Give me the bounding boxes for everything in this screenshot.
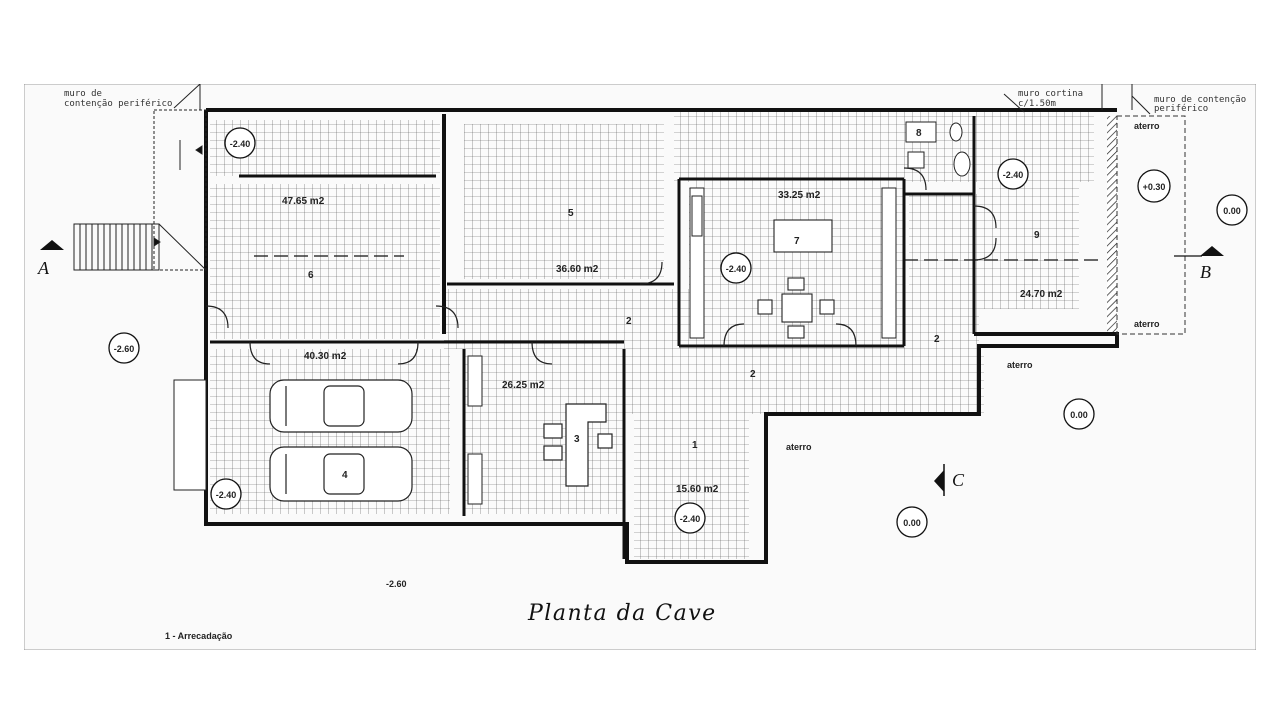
room-2-number-b: 2	[750, 369, 756, 380]
level-mid-right: 0.00	[1070, 410, 1088, 420]
drawing-title: Planta da Cave	[527, 601, 717, 626]
room-8-number: 8	[916, 128, 922, 139]
wc-fixtures	[905, 121, 971, 177]
kitchen-counter	[543, 403, 613, 487]
level-far-right: 0.00	[1223, 206, 1241, 216]
room-1-area: 15.60 m2	[676, 484, 719, 495]
section-c-label: C	[952, 470, 965, 490]
room-7-area: 33.25 m2	[778, 190, 821, 201]
car-top	[269, 379, 413, 433]
level-bottom-right: 0.00	[903, 518, 921, 528]
note-curtain-wall-line1: muro cortina	[1018, 89, 1083, 99]
section-a-label: A	[37, 258, 50, 278]
room-5-number: 5	[568, 208, 574, 219]
note-left-wall-line1: muro de	[64, 89, 102, 99]
level-top-left: -2.40	[230, 139, 251, 149]
room-2-number-a: 2	[626, 316, 632, 327]
entrance-patio	[173, 379, 207, 491]
level-living: -2.40	[726, 264, 747, 274]
fill-label-mid: aterro	[1007, 360, 1033, 370]
room-4-area: 40.30 m2	[304, 351, 347, 362]
fill-zone-right	[1116, 115, 1186, 335]
note-right-wall-line1: muro de contenção	[1154, 95, 1246, 105]
level-storage: -2.40	[680, 514, 701, 524]
room-3-area: 26.25 m2	[502, 380, 545, 391]
section-b-label: B	[1200, 262, 1211, 282]
living-furniture	[757, 219, 835, 339]
car-bottom	[269, 446, 413, 502]
outer-wall-east	[756, 332, 1119, 564]
level-circles	[108, 127, 1248, 538]
room-4-number: 4	[342, 470, 348, 481]
stair	[73, 109, 207, 271]
fill-label-top-right: aterro	[1134, 121, 1160, 131]
retaining-wall-right	[1107, 116, 1117, 334]
tiled-floors	[210, 112, 1094, 559]
note-right-wall-line2: periférico	[1154, 103, 1208, 114]
note-curtain-wall-line2: c/1.50m	[1018, 99, 1056, 109]
note-left-wall-line2: contenção periférico	[64, 98, 172, 109]
room-6-area: 47.65 m2	[282, 196, 325, 207]
level-bottom: -2.60	[386, 579, 407, 589]
room-3-number: 3	[574, 434, 580, 445]
level-garage: -2.40	[216, 490, 237, 500]
section-c-marker	[934, 470, 944, 492]
fill-label-bottom-right: aterro	[1134, 319, 1160, 329]
room-5-area: 36.60 m2	[556, 264, 599, 275]
level-left-outside: -2.60	[114, 344, 135, 354]
room-1-number: 1	[692, 440, 698, 451]
section-a-marker	[40, 240, 64, 250]
room-9-number: 9	[1034, 230, 1040, 241]
room-7-number: 7	[794, 236, 800, 247]
legend-item-1: 1 - Arrecadação	[165, 631, 233, 641]
note-leaders	[173, 84, 1151, 115]
section-b-marker	[1200, 246, 1224, 256]
wall-units	[467, 187, 897, 505]
room-2-number-c: 2	[934, 334, 940, 345]
drawing-sheet: muro de contenção periférico muro cortin…	[24, 84, 1256, 650]
floor-plan: muro de contenção periférico muro cortin…	[24, 84, 1256, 650]
level-right-room: -2.40	[1003, 170, 1024, 180]
room-9-area: 24.70 m2	[1020, 289, 1063, 300]
section-lines	[254, 255, 1202, 261]
level-right-terrace: +0.30	[1143, 182, 1166, 192]
room-6-number: 6	[308, 270, 314, 281]
fill-label-bottom: aterro	[786, 442, 812, 452]
